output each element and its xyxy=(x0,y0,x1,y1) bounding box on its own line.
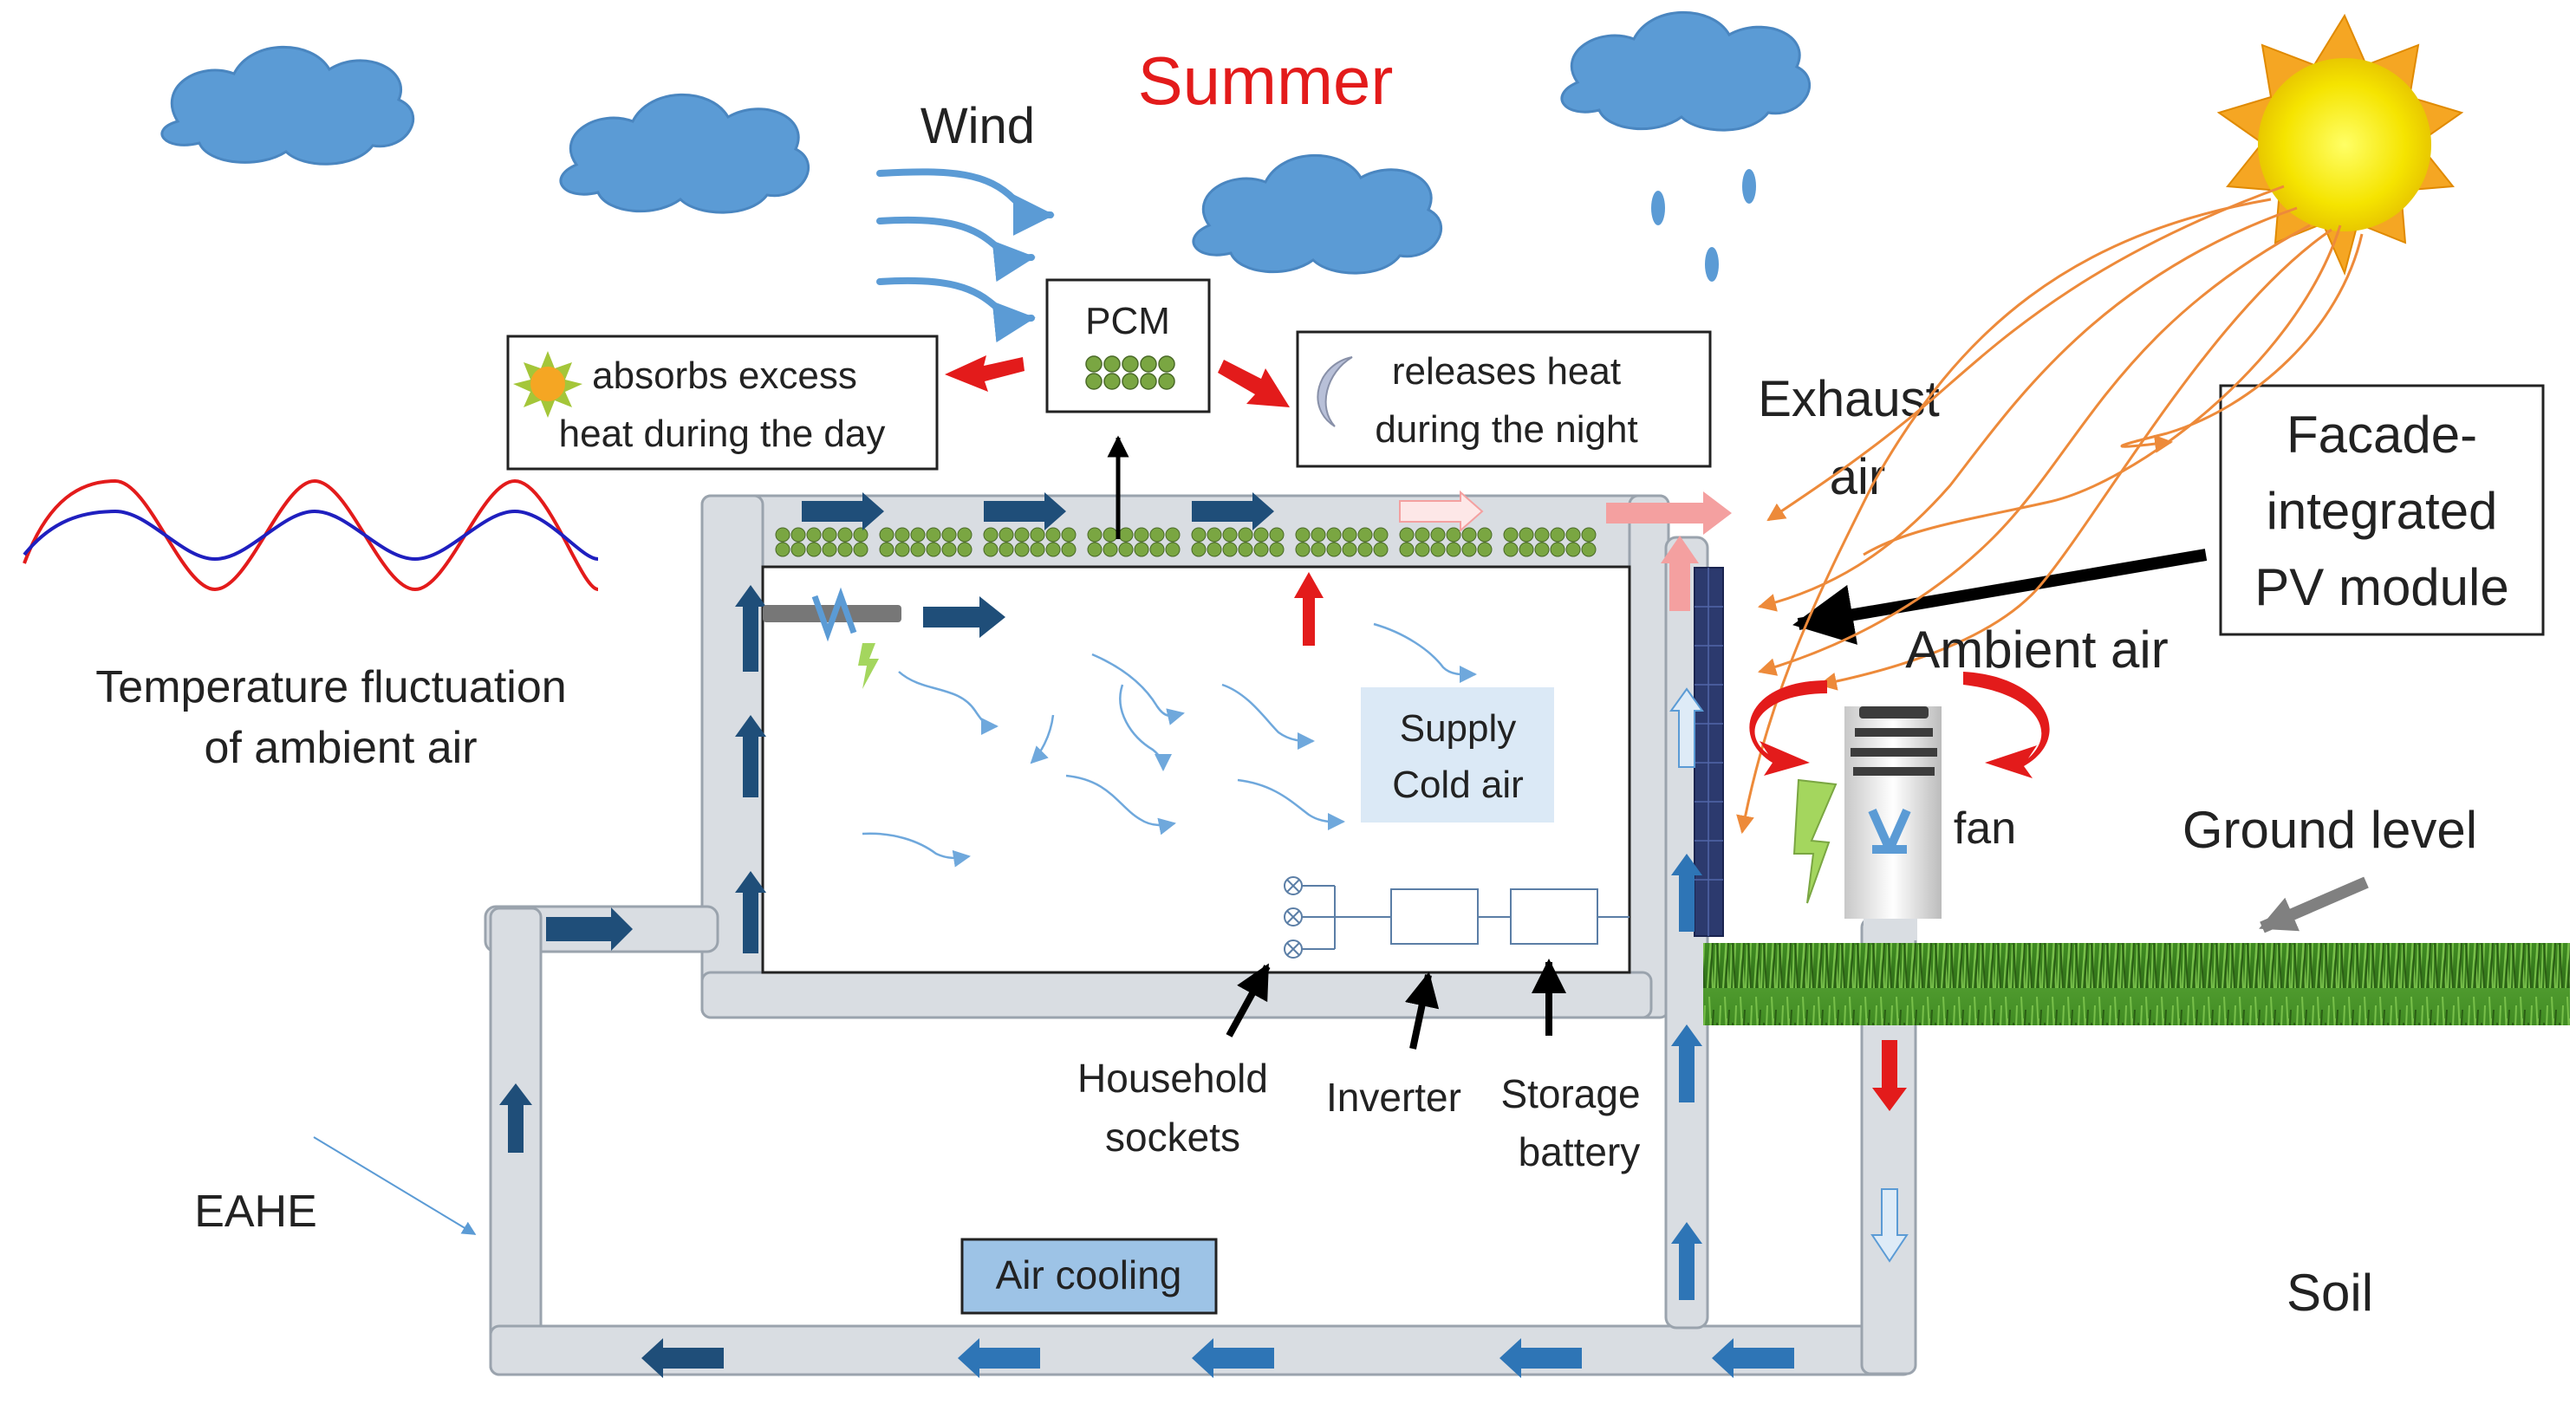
grass-strip xyxy=(1703,943,2570,1025)
household-pointer-arrow xyxy=(1226,963,1271,1037)
facade-line2: integrated xyxy=(2267,482,2498,540)
battery-box xyxy=(1510,888,1598,945)
flow-arrow xyxy=(1399,490,1484,533)
ground-level-pointer-arrow xyxy=(2259,876,2369,933)
wind-label: Wind xyxy=(920,98,1035,154)
hot-exhaust-arrow xyxy=(1606,491,1732,535)
temp-line1: Temperature fluctuation xyxy=(95,662,566,712)
flow-arrow xyxy=(641,1338,1794,1378)
absorbs-heat-box: absorbs excess heat during the day xyxy=(506,335,939,471)
soil-label: Soil xyxy=(2287,1264,2373,1322)
flow-arrow xyxy=(923,596,1005,638)
releases-heat-box: releases heat during the night xyxy=(1296,330,1712,468)
red-arrow xyxy=(1661,536,1699,611)
ground-level-label: Ground level xyxy=(2182,801,2477,859)
storage-line1: Storage xyxy=(1500,1071,1640,1116)
temp-line2: of ambient air xyxy=(204,723,477,773)
small-sun-icon xyxy=(513,351,582,418)
flow-arrow xyxy=(1870,1188,1909,1263)
pcm-layer xyxy=(775,527,1597,557)
sun-icon xyxy=(2216,13,2464,276)
facade-line1: Facade- xyxy=(2287,406,2477,464)
household-line2: sockets xyxy=(1105,1115,1240,1160)
facade-pointer-arrow xyxy=(1792,549,2208,645)
red-arrow xyxy=(945,355,1025,392)
flow-arrow xyxy=(499,1083,532,1153)
flow-arrow xyxy=(735,585,766,953)
flow-arrow xyxy=(1669,687,1704,1300)
pcm-box: PCM xyxy=(1045,278,1211,413)
fan-label: fan xyxy=(1954,803,2016,854)
air-cooling-label: Air cooling xyxy=(996,1252,1182,1297)
cloud-icon xyxy=(559,93,810,214)
fan-icon xyxy=(1844,706,1942,940)
pv-module xyxy=(1694,567,1724,937)
lightning-icon xyxy=(858,643,879,689)
cold-air-streams xyxy=(862,622,1477,868)
eahe-pointer-arrow xyxy=(313,1136,477,1235)
storage-line2: battery xyxy=(1519,1129,1641,1174)
supply-line2: Cold air xyxy=(1392,764,1524,806)
facade-line3: PV module xyxy=(2254,558,2509,616)
flow-arrow xyxy=(546,907,633,951)
socket-icon xyxy=(1284,876,1391,959)
pcm-label: PCM xyxy=(1085,300,1170,342)
eahe-label: EAHE xyxy=(194,1187,317,1237)
inverter-label: Inverter xyxy=(1326,1075,1461,1120)
red-arrow xyxy=(1218,360,1290,407)
releases-line1: releases heat xyxy=(1392,350,1621,393)
lightning-icon xyxy=(1792,778,1838,904)
inverter-box xyxy=(1390,888,1479,945)
temperature-sine-waves xyxy=(23,478,599,592)
cloud-icon xyxy=(160,45,415,166)
red-arrow xyxy=(1294,572,1324,646)
cloud-icon xyxy=(1192,153,1443,275)
red-arrow xyxy=(1872,1040,1907,1111)
supply-cold-air-box: Supply Cold air xyxy=(1361,687,1554,823)
diagram-title: Summer xyxy=(1138,42,1394,119)
rain-cloud-icon xyxy=(1560,10,1812,282)
indoor-fan-icon xyxy=(763,587,901,642)
rotation-arrow xyxy=(1749,672,2050,778)
air-cooling-box: Air cooling xyxy=(960,1238,1218,1315)
wind-streams-icon xyxy=(876,168,1055,343)
releases-line2: during the night xyxy=(1375,408,1637,451)
flow-arrow xyxy=(802,492,1274,530)
absorbs-line1: absorbs excess xyxy=(592,354,857,397)
inverter-pointer-arrow xyxy=(1404,972,1440,1050)
absorbs-line2: heat during the day xyxy=(559,413,886,455)
supply-line1: Supply xyxy=(1400,707,1517,750)
facade-pv-box: Facade- integrated PV module xyxy=(2219,384,2545,636)
household-line1: Household xyxy=(1077,1056,1268,1101)
moon-icon xyxy=(1317,356,1353,427)
ambient-air-label: Ambient air xyxy=(1905,621,2168,679)
